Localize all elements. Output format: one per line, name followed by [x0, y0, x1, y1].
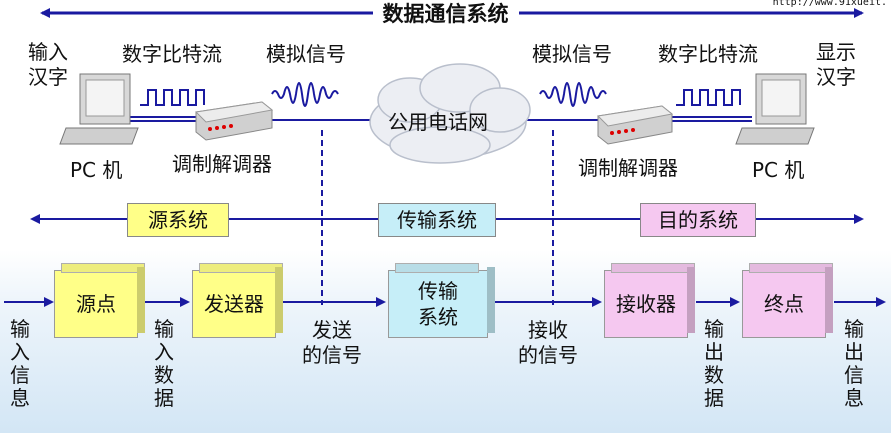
watermark-url: http://www.91xueit.: [772, 0, 887, 8]
pc-label-right: PC 机: [752, 158, 805, 182]
pc-label-left: PC 机: [70, 158, 123, 182]
source-node-box: 源点: [54, 270, 138, 338]
input-info-label: 输入信息: [10, 317, 30, 410]
analog-wave-left: [271, 82, 339, 107]
source-system-box: 源系统: [127, 203, 229, 237]
transmission-system-box: 传输系统: [378, 203, 496, 237]
diagram-title: 数据通信系统: [0, 0, 891, 28]
modem-right-shape: [596, 105, 674, 145]
sent-signal-label: 发送的信号: [302, 318, 362, 367]
analog-wave-right: [539, 82, 607, 107]
output-data-label: 输出数据: [704, 317, 724, 410]
transmit-system-box: 传输系统: [388, 270, 488, 338]
modem-label-right: 调制解调器: [578, 156, 678, 180]
modem-left-shape: [194, 101, 274, 141]
received-signal-label: 接收的信号: [518, 318, 578, 367]
bitstream-label-left: 数字比特流: [122, 42, 222, 66]
input-data-label: 输入数据: [154, 317, 174, 410]
pc-right-shape: [735, 73, 815, 145]
modem-label-left: 调制解调器: [172, 152, 272, 176]
output-info-label: 输出信息: [844, 317, 864, 410]
destination-system-box: 目的系统: [640, 203, 756, 237]
display-chars-label: 显示汉字: [816, 40, 856, 89]
sender-box: 发送器: [192, 270, 276, 338]
bitstream-wave-right: [676, 89, 741, 106]
bitstream-wave-left: [140, 89, 205, 106]
bitstream-label-right: 数字比特流: [658, 42, 758, 66]
network-label: 公用电话网: [388, 110, 488, 134]
analog-label-right: 模拟信号: [532, 42, 612, 66]
sink-box: 终点: [742, 270, 826, 338]
cloud-shape: [369, 63, 531, 164]
pc-left-shape: [59, 73, 139, 145]
input-chars-label: 输入汉字: [28, 40, 68, 89]
receiver-box: 接收器: [604, 270, 688, 338]
analog-label-left: 模拟信号: [266, 42, 346, 66]
